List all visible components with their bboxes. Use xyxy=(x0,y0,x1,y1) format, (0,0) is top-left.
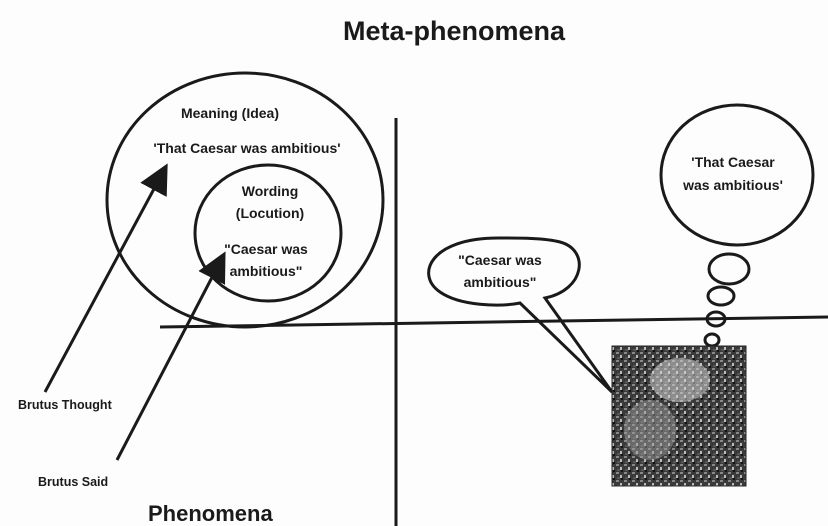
speech-bubble-line2: ambitious" xyxy=(464,274,537,290)
thought-dot-1 xyxy=(707,252,751,286)
thought-bubble xyxy=(659,103,815,247)
meaning-text: 'That Caesar was ambitious' xyxy=(153,140,340,156)
speech-bubble-line1: "Caesar was xyxy=(458,252,542,268)
meaning-heading: Meaning (Idea) xyxy=(181,105,279,121)
thought-arrow xyxy=(43,163,168,393)
portrait-photo xyxy=(611,345,747,487)
thought-bubble-line1: 'That Caesar xyxy=(691,154,775,170)
wording-heading-line1: Wording xyxy=(242,183,299,199)
thought-dot-2 xyxy=(706,285,736,307)
thought-dot-3 xyxy=(705,310,727,328)
thought-dot-4 xyxy=(703,332,721,348)
wording-circle xyxy=(193,163,343,303)
wording-text-line2: ambitious" xyxy=(230,263,303,279)
brutus-said-label: Brutus Said xyxy=(38,475,108,489)
phenomena-label: Phenomena xyxy=(148,501,273,526)
wording-heading-line2: (Locution) xyxy=(236,205,304,221)
thought-bubble-line2: was ambitious' xyxy=(682,177,783,193)
meaning-circle xyxy=(105,71,385,329)
brutus-thought-label: Brutus Thought xyxy=(18,398,113,412)
speech-bubble xyxy=(427,236,614,394)
said-arrow xyxy=(115,251,226,461)
wording-text-line1: "Caesar was xyxy=(224,241,308,257)
diagram-title: Meta-phenomena xyxy=(343,16,566,46)
